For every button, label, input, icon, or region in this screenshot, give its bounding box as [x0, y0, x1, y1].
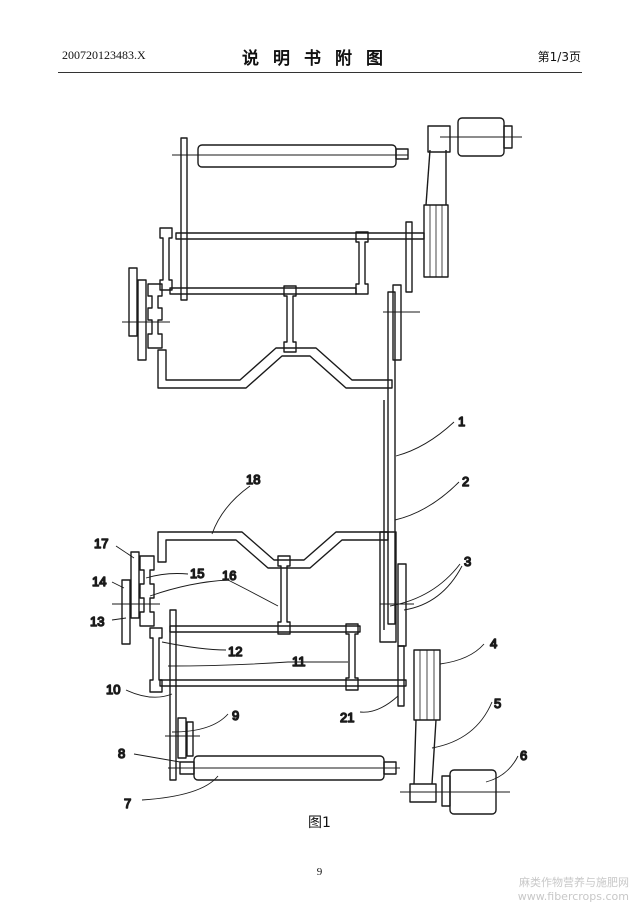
upper-motor-pulley: [427, 125, 451, 153]
label-9: 9: [232, 708, 239, 723]
bottom-roller-shaft-start: [179, 761, 195, 775]
leader-5: [431, 701, 493, 749]
leader-11: [167, 661, 348, 667]
upper-left-plate: [180, 137, 188, 301]
upper-right-plate: [405, 221, 413, 293]
leader-21: [359, 695, 399, 713]
upper-right-gear: [392, 284, 402, 361]
main-vertical-bar-1: [387, 291, 396, 625]
lower-top-frame: [157, 531, 389, 569]
lower-motor-pulley: [409, 783, 437, 803]
label-7: 7: [124, 796, 131, 811]
patent-number: 200720123483.X: [62, 48, 146, 62]
upper-drum-left: [159, 227, 173, 291]
lower-shaft-2: [159, 679, 407, 687]
page-reference: 第1/3页: [537, 50, 581, 64]
leader-lines: [111, 421, 519, 801]
leader-14: [111, 581, 125, 589]
lower-drum-left: [149, 627, 163, 693]
lower-motor-flange: [441, 775, 451, 807]
label-1: 1: [458, 414, 465, 429]
upper-gear-a: [128, 267, 138, 337]
leader-17: [115, 545, 135, 559]
lower-gear-a: [121, 579, 131, 645]
lower-gear-stack: [139, 555, 155, 627]
lower-gear-b: [130, 551, 140, 619]
label-4: 4: [490, 636, 497, 651]
leader-10: [125, 689, 173, 698]
leader-1: [395, 421, 455, 457]
lower-right-plate: [397, 645, 405, 707]
label-2: 2: [462, 474, 469, 489]
label-5: 5: [494, 696, 501, 711]
leader-13: [111, 617, 127, 621]
label-6: 6: [520, 748, 527, 763]
label-8: 8: [118, 746, 125, 761]
small-gear-2: [186, 721, 194, 757]
lower-drum-mid: [277, 555, 291, 635]
lower-shaft-1: [169, 625, 361, 633]
label-10: 10: [106, 682, 120, 697]
label-17: 17: [94, 536, 108, 551]
label-21: 21: [340, 710, 354, 725]
watermark-line-2: www.fibercrops.com: [517, 890, 629, 903]
upper-bottom-frame: [157, 347, 393, 389]
bottom-roller-shaft-end: [383, 761, 397, 775]
page-number: 9: [316, 866, 323, 878]
leader-16: [149, 579, 279, 607]
leader-2: [394, 481, 460, 521]
leader-18: [211, 485, 251, 535]
label-14: 14: [92, 574, 106, 589]
label-16: 16: [222, 568, 236, 583]
watermark: 麻类作物营养与施肥网 www.fibercrops.com: [518, 876, 629, 904]
upper-gear-b: [137, 279, 147, 361]
upper-belt-left: [425, 149, 431, 206]
top-roller: [197, 144, 397, 168]
label-18: 18: [246, 472, 260, 487]
lower-belt-right: [431, 719, 437, 785]
lower-drum-right: [345, 623, 359, 691]
leader-15: [145, 573, 189, 579]
label-15: 15: [190, 566, 204, 581]
leader-3a: [389, 563, 461, 607]
label-3: 3: [464, 554, 471, 569]
leader-6: [485, 755, 519, 783]
label-13: 13: [90, 614, 104, 629]
page-title: 说明书附图: [242, 49, 397, 69]
leader-12: [161, 641, 227, 651]
upper-drum-mid: [283, 285, 297, 353]
leader-4: [439, 643, 485, 665]
figure-caption: 图1: [308, 815, 331, 831]
upper-gear-stack: [147, 283, 163, 349]
leader-8: [133, 753, 181, 763]
label-11: 11: [292, 654, 306, 669]
leader-9: [171, 713, 229, 733]
leader-3b: [403, 565, 463, 611]
top-roller-shaft-end: [395, 148, 409, 160]
label-12: 12: [228, 644, 242, 659]
watermark-line-1: 麻类作物营养与施肥网: [519, 876, 629, 889]
upper-drum-right: [355, 231, 369, 295]
upper-shaft-1: [175, 232, 425, 240]
lower-belt-left: [413, 719, 417, 785]
leader-7: [141, 775, 219, 801]
lower-left-plate: [169, 609, 177, 781]
header-rule: [58, 72, 582, 73]
upper-shaft-2: [169, 287, 357, 295]
lower-right-gear: [397, 563, 407, 647]
small-gear-1: [177, 717, 187, 759]
